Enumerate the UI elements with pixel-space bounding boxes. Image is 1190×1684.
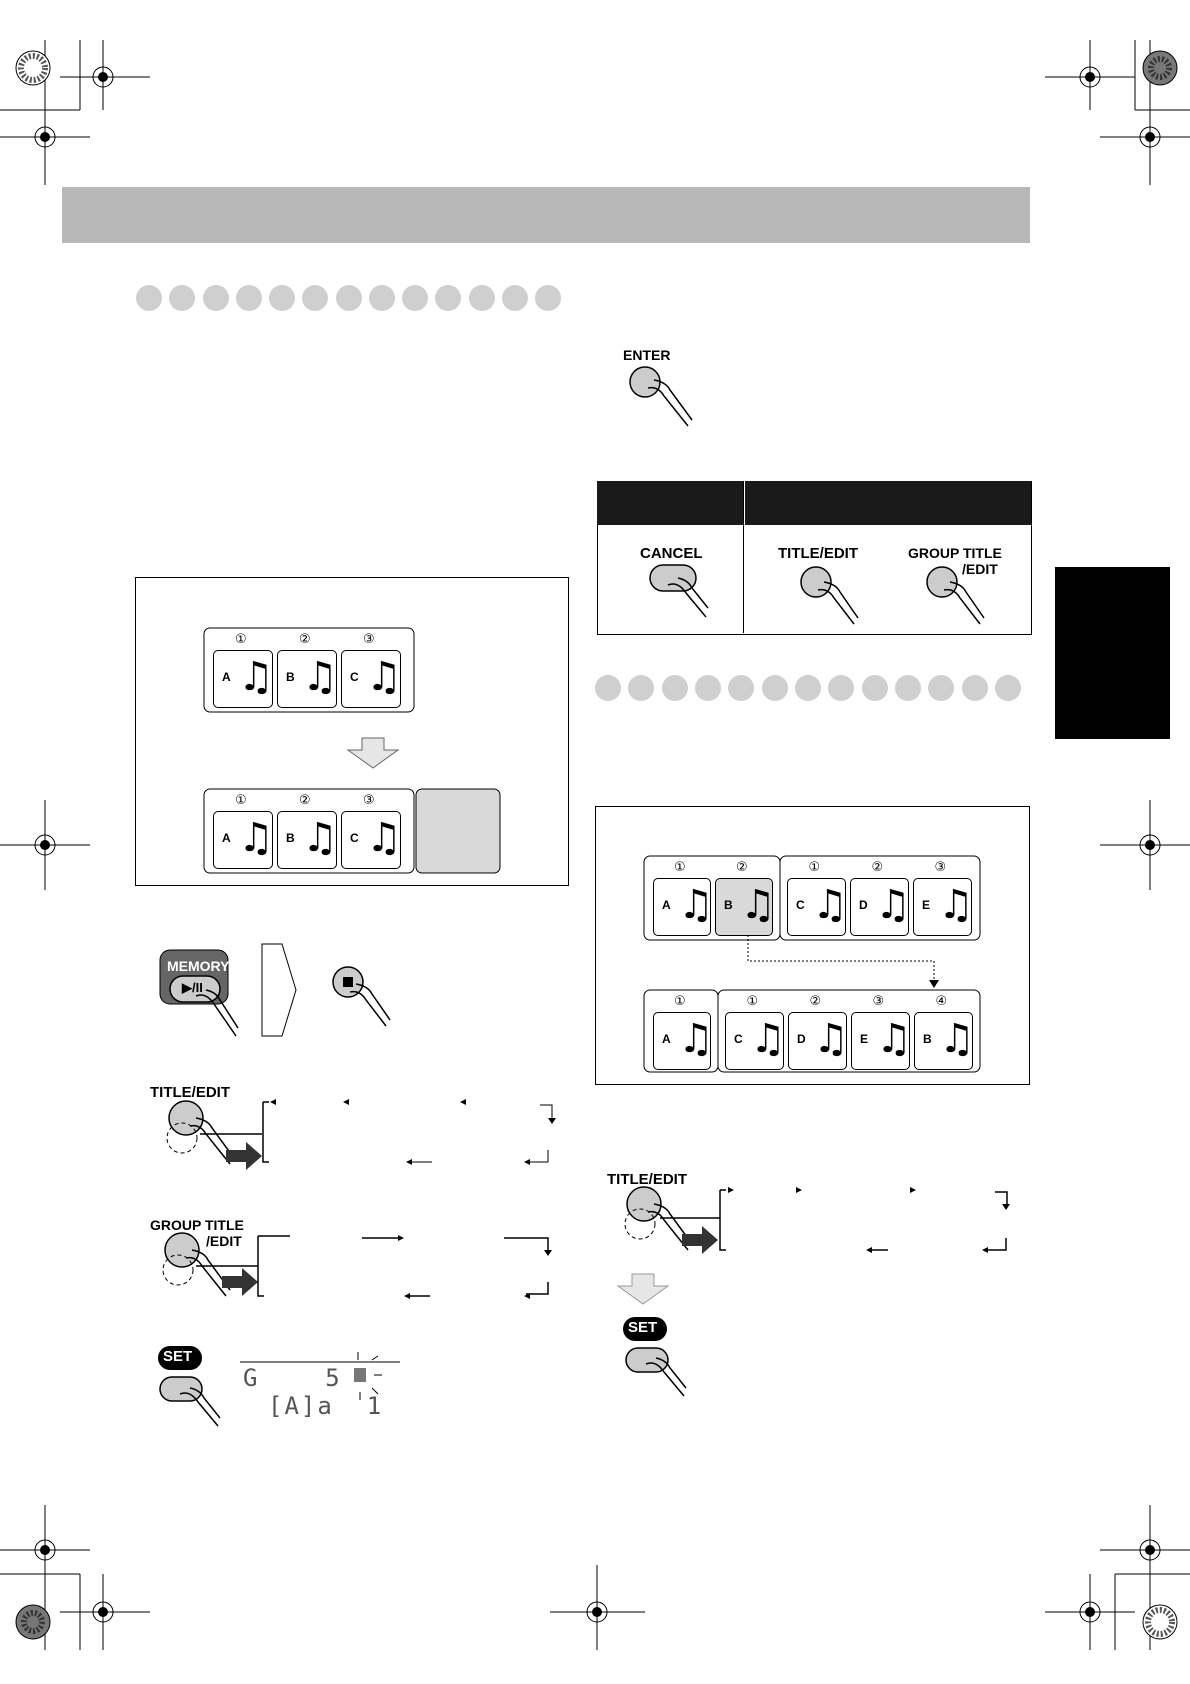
music-note-icon: ♫ xyxy=(678,1016,714,1062)
music-note-icon: ♫ xyxy=(302,654,338,700)
track-tile: A♫ xyxy=(653,878,714,936)
music-note-icon: ♫ xyxy=(813,1016,849,1062)
track-letter: B xyxy=(286,831,295,845)
set-label-right: SET xyxy=(628,1319,658,1336)
track-tile: E♫ xyxy=(851,1012,912,1070)
music-note-icon: ♫ xyxy=(939,1016,975,1062)
track-letter: A xyxy=(662,898,671,912)
music-note-icon: ♫ xyxy=(876,1016,912,1062)
group-title-label-left-2: /EDIT xyxy=(206,1233,242,1249)
track-number: ③ xyxy=(363,793,375,808)
track-letter: C xyxy=(350,670,359,684)
music-note-icon: ♫ xyxy=(678,882,714,928)
track-letter: B xyxy=(923,1032,932,1046)
track-tile: C♫ xyxy=(341,811,402,869)
track-tile: A♫ xyxy=(653,1012,714,1070)
track-number: ② xyxy=(299,793,311,808)
track-letter: A xyxy=(222,831,231,845)
cancel-label: CANCEL xyxy=(640,545,703,562)
track-number: ② xyxy=(871,860,884,875)
track-number: ③ xyxy=(934,860,947,875)
music-note-icon: ♫ xyxy=(366,654,402,700)
track-letter: D xyxy=(859,898,868,912)
track-number: ② xyxy=(809,994,822,1009)
side-tab xyxy=(1055,567,1170,739)
track-tile: C♫ xyxy=(725,1012,786,1070)
play-pause-label: ▶/II xyxy=(182,980,203,995)
music-note-icon: ♫ xyxy=(740,882,776,928)
group-title-label-table-1: GROUP TITLE xyxy=(908,545,1002,561)
set-label-left: SET xyxy=(163,1348,193,1365)
title-edit-label-right: TITLE/EDIT xyxy=(607,1171,687,1188)
music-note-icon: ♫ xyxy=(366,815,402,861)
lcd-line-2: [A]a 1 xyxy=(268,1392,384,1420)
track-letter: C xyxy=(350,831,359,845)
enter-label: ENTER xyxy=(623,347,671,363)
table-header xyxy=(597,481,1031,525)
track-tile: B♫ xyxy=(277,650,338,708)
music-note-icon: ♫ xyxy=(302,815,338,861)
track-number: ③ xyxy=(872,994,885,1009)
track-number: ② xyxy=(736,860,748,875)
track-letter: E xyxy=(922,898,931,912)
track-number: ② xyxy=(299,632,311,647)
diagram-box-left xyxy=(135,577,569,886)
track-tile: D♫ xyxy=(788,1012,849,1070)
music-note-icon: ♫ xyxy=(938,882,974,928)
track-letter: B xyxy=(286,670,295,684)
track-number: ④ xyxy=(935,994,948,1009)
track-tile: B♫ xyxy=(715,878,776,936)
track-tile: B♫ xyxy=(277,811,338,869)
group-title-label-table-2: /EDIT xyxy=(962,561,998,577)
track-tile: A♫ xyxy=(213,650,274,708)
track-number: ① xyxy=(808,860,821,875)
track-tile: E♫ xyxy=(913,878,974,936)
track-letter: C xyxy=(734,1032,743,1046)
track-number: ③ xyxy=(363,632,375,647)
music-note-icon: ♫ xyxy=(238,815,274,861)
track-letter: D xyxy=(797,1032,806,1046)
music-note-icon: ♫ xyxy=(238,654,274,700)
music-note-icon: ♫ xyxy=(750,1016,786,1062)
track-letter: B xyxy=(724,898,733,912)
music-note-icon: ♫ xyxy=(812,882,848,928)
track-tile: A♫ xyxy=(213,811,274,869)
track-tile: C♫ xyxy=(787,878,848,936)
track-number: ① xyxy=(235,793,247,808)
table-divider xyxy=(743,481,745,633)
lcd-line-1: G 5 xyxy=(243,1364,342,1392)
title-edit-label-table: TITLE/EDIT xyxy=(778,545,858,562)
music-note-icon: ♫ xyxy=(875,882,911,928)
track-number: ① xyxy=(674,994,686,1009)
group-title-label-left-1: GROUP TITLE xyxy=(150,1217,244,1233)
track-tile: C♫ xyxy=(341,650,402,708)
track-number: ① xyxy=(674,860,686,875)
diagram-box-right xyxy=(595,806,1030,1085)
track-number: ① xyxy=(235,632,247,647)
track-number: ① xyxy=(746,994,759,1009)
track-letter: A xyxy=(662,1032,671,1046)
title-edit-label-left: TITLE/EDIT xyxy=(150,1084,230,1101)
track-letter: A xyxy=(222,670,231,684)
header-band xyxy=(62,187,1030,243)
memory-label: MEMORY xyxy=(167,958,230,974)
track-letter: C xyxy=(796,898,805,912)
track-tile: B♫ xyxy=(914,1012,975,1070)
track-letter: E xyxy=(860,1032,869,1046)
track-tile: D♫ xyxy=(850,878,911,936)
